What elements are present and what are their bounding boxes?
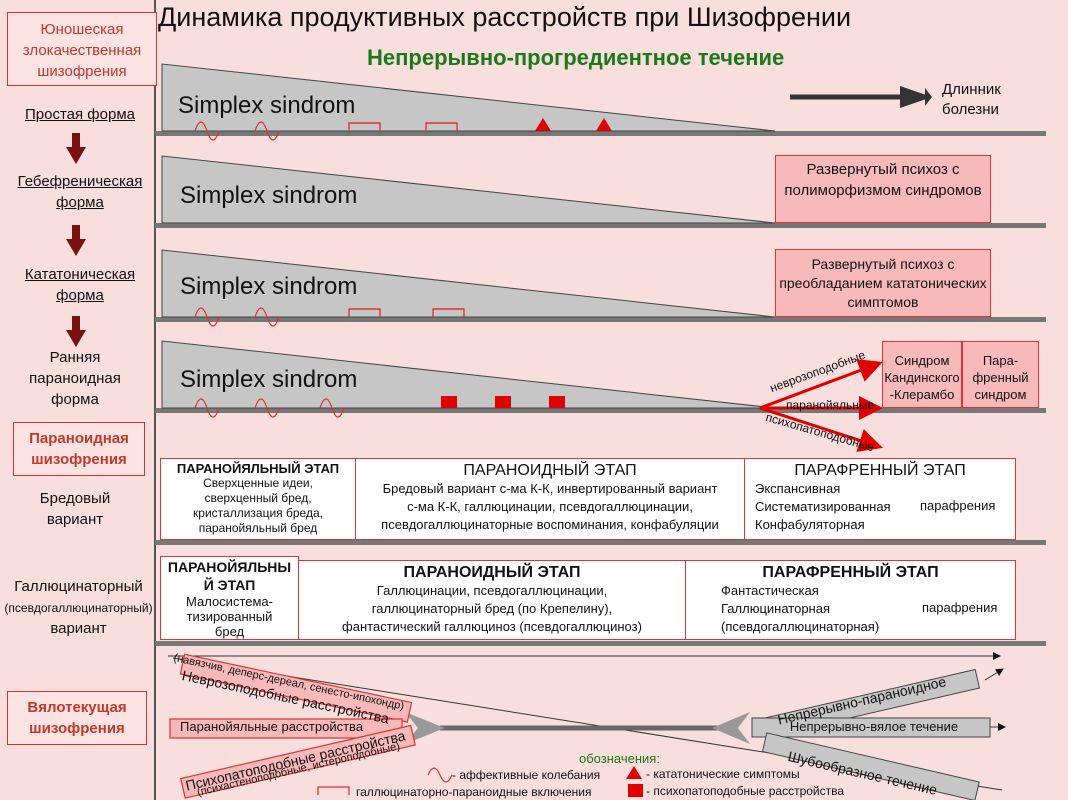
row-baseline (155, 131, 1046, 136)
page-title: Динамика продуктивных расстройств при Ши… (158, 2, 852, 32)
kandinsky-syndrome-box: Синдром Кандинского -Клерамбо (882, 341, 962, 408)
section-paranoid: Параноидная шизофрения (13, 422, 145, 476)
halluc-inclusions (348, 122, 465, 317)
legend-square-symbol (628, 784, 643, 797)
legend-open-rect-symbol (317, 786, 350, 795)
legend-catatonic: - кататонические симптомы (646, 767, 800, 781)
row-baseline (155, 223, 1046, 228)
paraphrenic-syndrome-box: Пара- френный синдром (962, 341, 1039, 408)
halluc-paraphrenic-stage: ПАРАФРЕННЫЙ ЭТАП Фантастическая Галлюцин… (685, 560, 1016, 640)
delusional-paraphrenia-label: парафрения (920, 498, 996, 513)
simplex-wedge (161, 249, 776, 318)
halluc-paranoid-stage: ПАРАНОИДНЫЙ ЭТАП Галлюцинации, псевдогал… (298, 560, 686, 640)
section-sluggish: Вялотекущая шизофрения (7, 691, 147, 745)
row-baseline (155, 317, 1046, 322)
psychopathic-marker (495, 396, 511, 408)
form-delusional: Бредовый вариант (39, 490, 111, 528)
legend-psychopathic: - психопатоподобные расстройства (646, 784, 845, 798)
halluc-paraphrenia-label: парафрения (922, 600, 998, 615)
psychopathic-marker (549, 396, 565, 408)
legend-halluc: галлюцинаторно-параноидные включения (356, 785, 592, 799)
form-simple: Простая форма (25, 106, 135, 123)
delusional-paraphrenic-stage: ПАРАФРЕННЫЙ ЭТАП Экспансивная Систематиз… (744, 458, 1016, 540)
hebephrenic-psychosis-box: Развернутый психоз с полиморфизмом синдр… (775, 155, 991, 223)
arrow-psychopathic (759, 406, 883, 452)
legend-wave-symbol (427, 767, 453, 783)
section-juvenile: Юношеская злокачественная шизофрения (7, 12, 157, 86)
catatonic-psychosis-box: Развернутый психоз с преобладанием катат… (775, 249, 991, 317)
row-baseline (155, 408, 1046, 413)
form-hebephrenic: Гебефреническая форма (17, 173, 143, 211)
legend-triangle-symbol (626, 766, 642, 779)
form-halluc-line1: Галлюцинаторный (14, 578, 143, 595)
outcome-continuous-sluggish: Непрерывно-вялое течение (789, 719, 959, 734)
page-subtitle: Непрерывно-прогредиентное течение (367, 45, 785, 70)
form-halluc-line2: (псевдогаллюцинаторный) (4, 601, 153, 615)
row-baseline (155, 540, 1046, 545)
delusional-paranoial-stage: ПАРАНОЙЯЛЬНЫЙ ЭТАП Сверхценные идеи, све… (160, 458, 356, 540)
form-catatonic: Кататоническая форма (24, 266, 136, 304)
form-progression-arrows (66, 133, 86, 347)
form-early-paranoid: Ранняя параноидная форма (29, 349, 121, 408)
simplex-label: Simplex sindrom (180, 273, 358, 300)
catatonic-marker (535, 118, 551, 131)
catatonic-marker (596, 118, 612, 131)
sluggish-paranoial: Паранойяльные расстройства (180, 719, 364, 734)
legend-affective: - аффективные колебания (452, 768, 601, 782)
simplex-label: Simplex sindrom (180, 182, 358, 209)
affective-waves (194, 121, 345, 418)
halluc-paranoial-stage: ПАРАНОЙЯЛЬНЫ Й ЭТАП Малосистема- тизиров… (160, 556, 299, 640)
simplex-label: Simplex sindrom (180, 366, 358, 393)
simplex-wedge (161, 155, 776, 224)
form-halluc-line3: вариант (50, 620, 107, 637)
simplex-wedge (161, 340, 776, 409)
psychopathic-marker (441, 396, 457, 408)
delusional-paranoid-stage: ПАРАНОИДНЫЙ ЭТАП Бредовый вариант с-ма К… (355, 458, 745, 540)
row-baseline (155, 641, 1046, 646)
simplex-wedge (161, 63, 776, 132)
arrow-neurosis (759, 359, 883, 410)
simplex-label: Simplex sindrom (178, 92, 356, 119)
arrow-label-paranoial: паранойяльные (786, 398, 875, 412)
divider-vertical (154, 0, 156, 800)
legend-title: обозначения: (579, 751, 660, 766)
